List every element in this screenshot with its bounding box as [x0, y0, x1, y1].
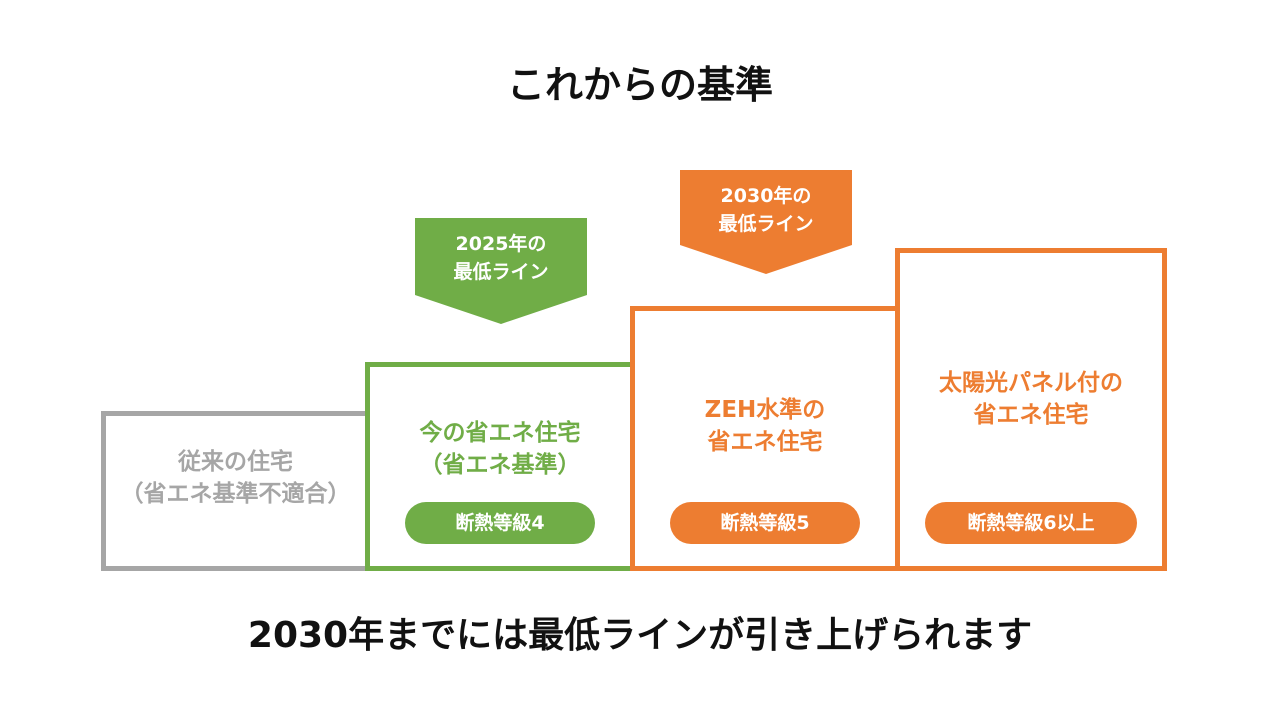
- page-title: これからの基準: [506, 63, 773, 107]
- box-zeh-level: ZEH水準の 省エネ住宅 断熱等級5: [630, 306, 900, 571]
- insulation-grade-badge: 断熱等級5: [670, 502, 860, 544]
- arrow-label-line1: 2030年の: [720, 185, 812, 207]
- arrow-down-icon: [415, 295, 587, 324]
- arrow-label-line1: 2025年の: [455, 233, 547, 255]
- arrow-label-line2: 最低ライン: [718, 213, 814, 235]
- box-label-line2: 省エネ住宅: [707, 429, 823, 455]
- box-label-line1: 従来の住宅: [178, 449, 293, 475]
- box-label-line2: （省エネ基準不適合）: [120, 481, 351, 507]
- box-label-line1: 太陽光パネル付の: [939, 370, 1123, 396]
- insulation-grade-badge: 断熱等級6以上: [925, 502, 1137, 544]
- box-current-standard: 今の省エネ住宅 （省エネ基準） 断熱等級4: [365, 362, 635, 571]
- box-label-line1: ZEH水準の: [704, 397, 826, 423]
- arrow-down-icon: [680, 245, 852, 274]
- box-label-line1: 今の省エネ住宅: [419, 420, 581, 446]
- insulation-grade-badge: 断熱等級4: [405, 502, 595, 544]
- arrow-label-line2: 最低ライン: [453, 261, 549, 283]
- box-label-line2: （省エネ基準）: [419, 452, 581, 478]
- arrow-2025-minimum-line: 2025年の 最低ライン: [415, 218, 587, 324]
- box-label-line2: 省エネ住宅: [973, 402, 1089, 428]
- summary-text: 2030年までには最低ラインが引き上げられます: [247, 615, 1033, 656]
- arrow-2030-minimum-line: 2030年の 最低ライン: [680, 170, 852, 274]
- box-solar-panel-house: 太陽光パネル付の 省エネ住宅 断熱等級6以上: [895, 248, 1167, 571]
- box-conventional-house: 従来の住宅 （省エネ基準不適合）: [101, 411, 370, 571]
